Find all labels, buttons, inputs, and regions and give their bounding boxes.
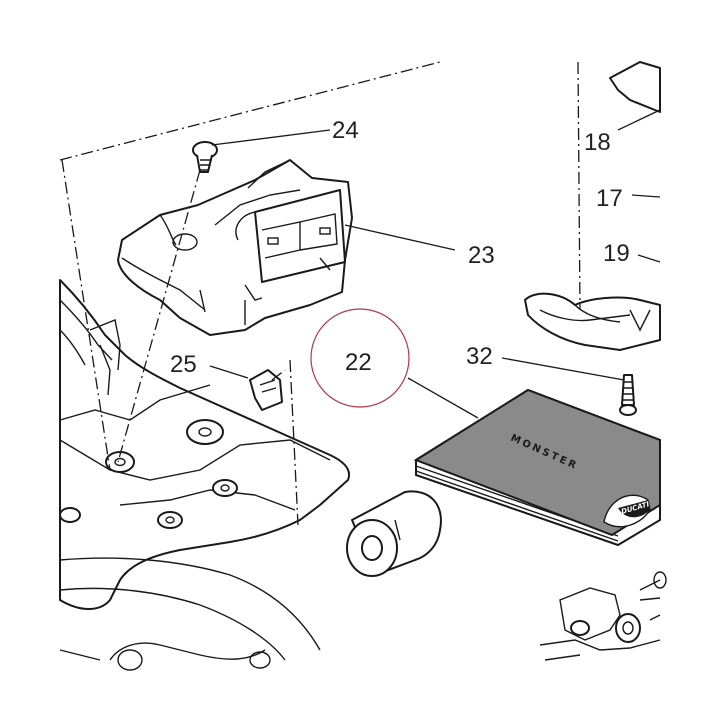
callout-17: 17 [596, 185, 623, 212]
lower-right-mechanism [539, 571, 667, 661]
callout-25: 25 [170, 351, 197, 378]
callout-19: 19 [603, 240, 630, 267]
owners-manual: MONSTER DUCATI [413, 388, 661, 546]
screw-24 [192, 141, 218, 173]
clip-25 [249, 369, 283, 411]
highlight-circle [310, 308, 410, 408]
callout-32: 32 [466, 343, 493, 370]
callout-18: 18 [584, 129, 611, 156]
leader-lines [209, 109, 661, 419]
assembly-axis-lines [59, 61, 581, 526]
bolt-32 [619, 374, 637, 416]
callout-23: 23 [468, 242, 495, 269]
upper-right-parts [524, 61, 661, 351]
frame-chassis [59, 279, 350, 671]
callout-24: 24 [332, 117, 359, 144]
callout-22: 22 [345, 349, 372, 376]
spacer-bush [346, 490, 442, 577]
seat-lock-bracket [117, 159, 353, 336]
